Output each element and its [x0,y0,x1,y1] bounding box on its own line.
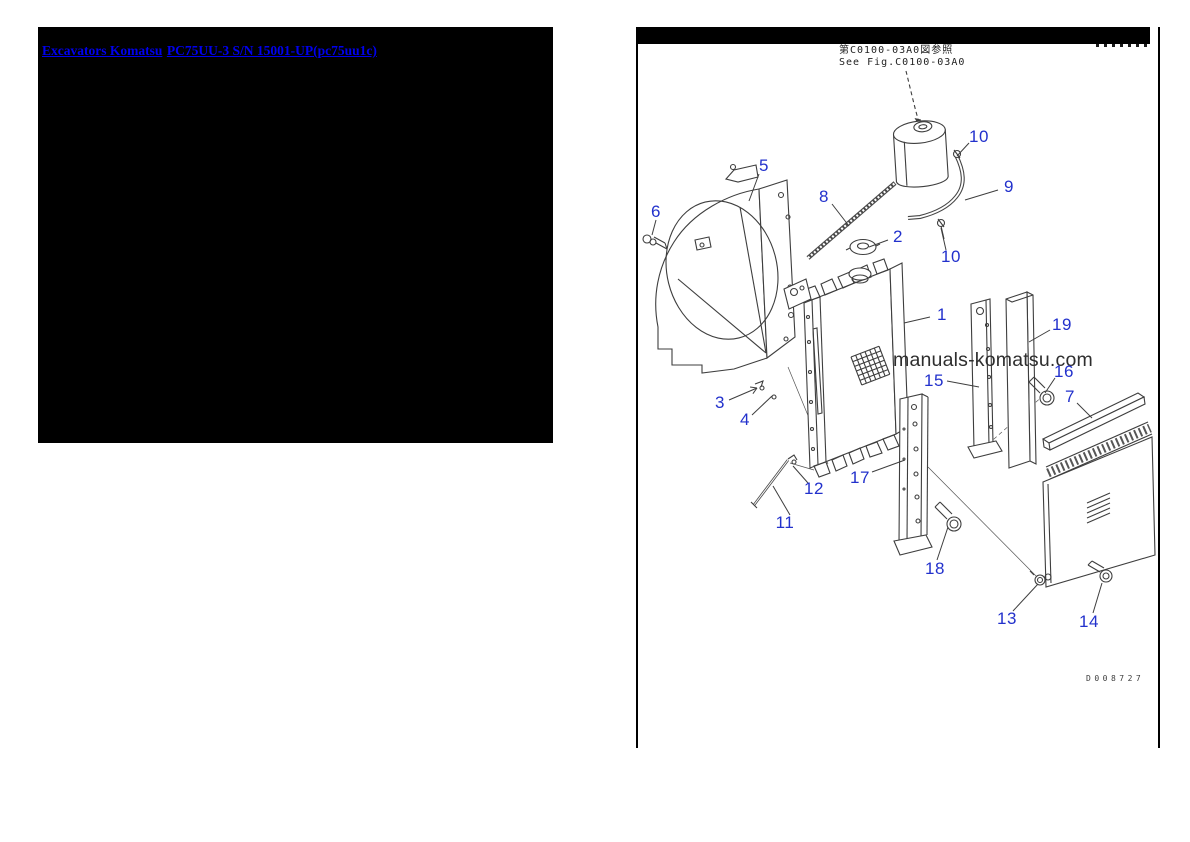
callout-16: 16 [1054,362,1074,381]
callout-2: 2 [893,227,903,246]
callout-17: 17 [850,468,870,487]
drawing-code: D008727 [1086,674,1145,683]
diagram-top-bar [638,27,1150,44]
fig-reference-en: See Fig.C0100-03A0 [839,57,966,68]
diagram-top-bar-ticks [1096,44,1152,47]
watermark-text: manuals-komatsu.com [893,349,1093,371]
callout-1: 1 [937,305,947,324]
callout-11: 11 [775,513,795,532]
callout-14: 14 [1079,612,1099,631]
breadcrumb-link-category[interactable]: Excavators Komatsu [42,43,163,58]
bolt-18-drawing [935,502,961,531]
callout-13: 13 [997,609,1017,628]
radiator-cap-drawing [846,240,880,255]
thumbnail-panel: Excavators Komatsu PC75UU-3 S/N 15001-UP… [38,27,553,443]
callout-10: 10 [969,127,989,146]
stay-15-drawing [968,299,1002,458]
callout-3: 3 [715,393,725,412]
clip-12-drawing [788,455,797,464]
callout-15: 15 [924,371,944,390]
bracket-17-drawing [894,394,932,555]
callout-6: 6 [651,202,661,221]
bolt-16-drawing [1029,377,1054,405]
bolt-14-drawing [1088,561,1112,582]
callout-19: 19 [1052,315,1072,334]
clamp-10-upper-drawing [954,150,961,158]
bolt-6-drawing [643,235,667,249]
callout-18: 18 [925,559,945,578]
leader-lines [652,143,1102,613]
bolt-13-drawing [1030,571,1051,585]
bar-7-drawing [1043,393,1145,450]
plate-19-drawing [1006,292,1036,468]
callout-7: 7 [1065,387,1075,406]
parts-drawing [638,27,1160,748]
fig-reference-jp: 第C0100-03A0図参照 [839,45,954,56]
callout-10: 10 [941,247,961,266]
callout-5: 5 [759,156,769,175]
rod-8-drawing [808,183,895,258]
reservoir-tank-drawing [890,118,951,189]
callout-9: 9 [1004,177,1014,196]
hose-9-drawing [908,150,963,239]
fan-shroud-drawing [643,165,795,374]
breadcrumb-link-model[interactable]: PC75UU-3 S/N 15001-UP(pc75uu1c) [166,43,377,58]
rod-11-drawing [751,455,797,508]
oil-cooler-drawing [1030,422,1155,587]
cooler-vent-lines [1087,493,1110,523]
callout-8: 8 [819,187,829,206]
radiator-drawing [755,259,908,477]
callout-12: 12 [804,479,824,498]
callout-4: 4 [740,410,750,429]
